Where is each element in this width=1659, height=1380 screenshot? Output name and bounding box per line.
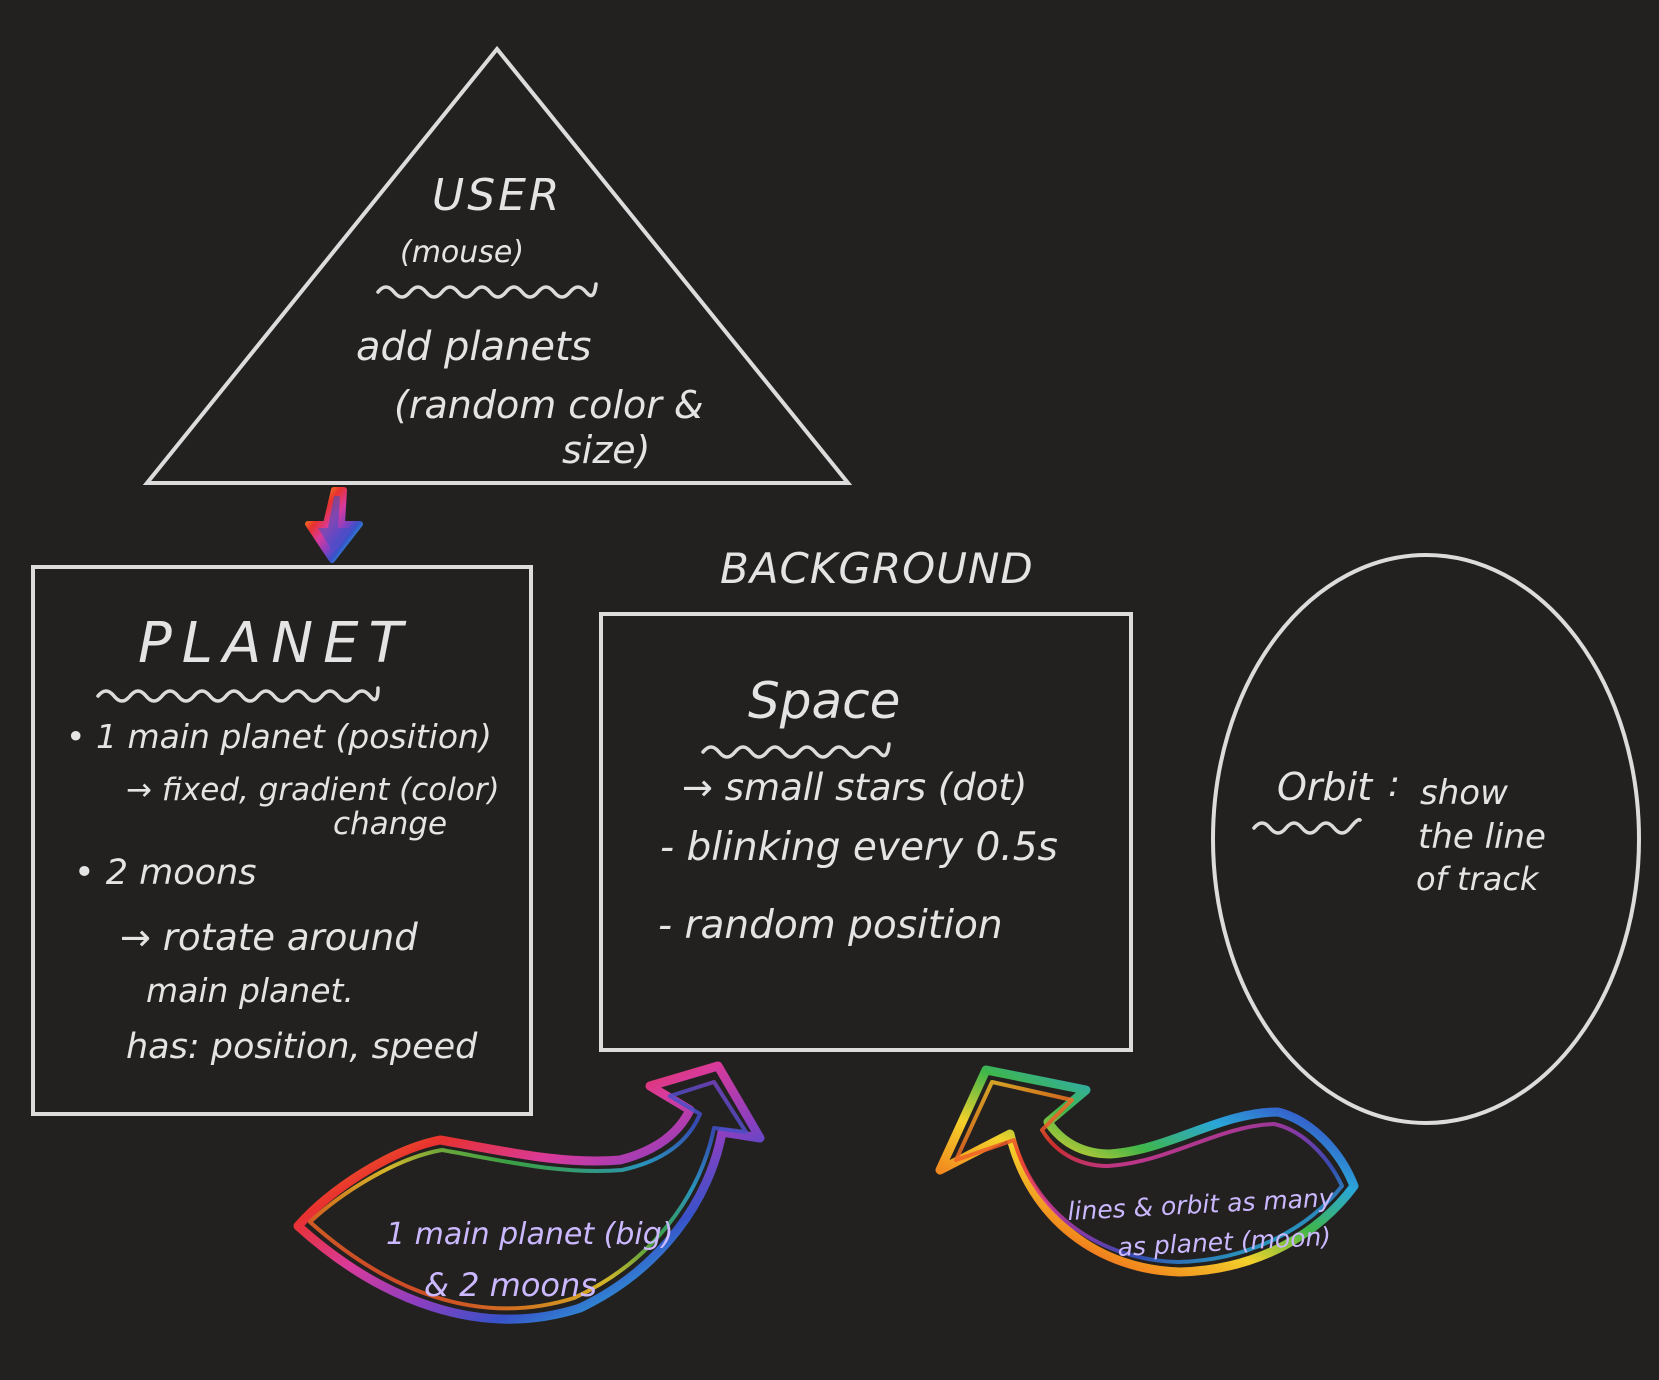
user-line-3: size) [562, 428, 651, 472]
user-title: USER [432, 170, 563, 221]
planet-title: PLANET [138, 611, 413, 676]
background-label: BACKGROUND [720, 544, 1034, 593]
user-triangle [142, 45, 853, 485]
planet-line-2: → fixed, gradient (color) [126, 772, 500, 808]
orbit-line-1: show [1420, 773, 1508, 813]
planet-line-7: has: position, speed [126, 1027, 478, 1067]
user-squiggle [376, 282, 598, 299]
space-box [599, 612, 1133, 1052]
planet-line-6: main planet. [146, 971, 354, 1010]
user-node: USER (mouse) add planets (random color &… [142, 45, 853, 485]
arrow-right-line-2: as planet (moon) [1117, 1222, 1332, 1262]
orbit-line-2: the line [1418, 817, 1546, 857]
orbit-squiggle [1252, 817, 1362, 835]
orbit-title: Orbit [1277, 765, 1374, 809]
arrow-right-line-1: lines & orbit as many [1067, 1183, 1336, 1226]
arrow-right: lines & orbit as many as planet (moon) [935, 1065, 1359, 1277]
orbit-line-3: of track [1416, 860, 1540, 898]
planet-node: PLANET • 1 main planet (position) → fixe… [31, 565, 533, 1116]
orbit-separator: : [1388, 764, 1400, 805]
planet-line-5: → rotate around [120, 916, 418, 959]
orbit-ellipse [1211, 553, 1641, 1125]
user-line-2: (random color & [394, 383, 704, 427]
planet-line-3: change [333, 806, 447, 842]
space-squiggle [701, 742, 891, 759]
planet-squiggle [96, 686, 380, 703]
arrow-left-line-2: & 2 moons [424, 1266, 597, 1304]
space-node: Space → small stars (dot) - blinking eve… [599, 612, 1133, 1052]
space-line-1: → small stars (dot) [682, 766, 1027, 809]
space-line-2: - blinking every 0.5s [660, 825, 1058, 870]
down-arrow [305, 487, 363, 563]
space-title: Space [748, 672, 900, 730]
arrow-left-line-1: 1 main planet (big) [386, 1217, 673, 1252]
user-line-1: add planets [356, 324, 592, 370]
planet-box [31, 565, 533, 1116]
planet-line-1: • 1 main planet (position) [66, 717, 492, 756]
space-line-3: - random position [658, 903, 1003, 948]
orbit-node: Orbit : show the line of track [1211, 553, 1641, 1125]
arrow-left: 1 main planet (big) & 2 moons [293, 1061, 765, 1324]
user-subtitle: (mouse) [400, 235, 524, 270]
planet-line-4: • 2 moons [74, 853, 257, 893]
